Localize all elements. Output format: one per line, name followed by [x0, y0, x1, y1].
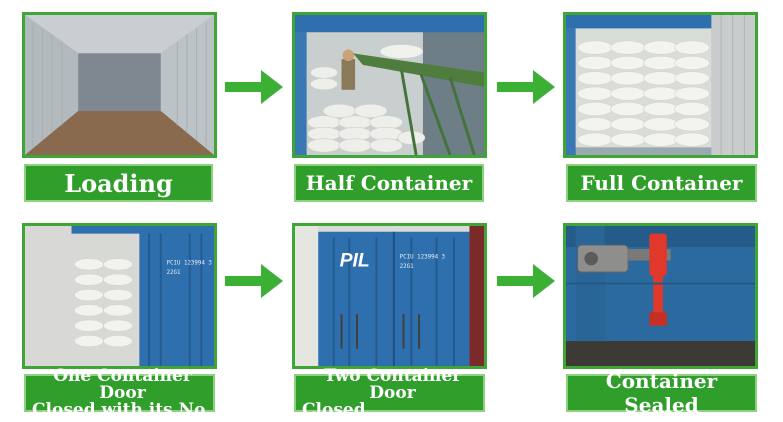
step-label-container-sealed: Container Sealed: [566, 369, 757, 417]
step-label-text: Half Container: [305, 171, 473, 195]
two-doors-closed-image: PIL PCIU 123994 3 22G1: [295, 226, 484, 366]
step-label-line1: Two Container Door: [323, 365, 462, 403]
photo-one-door-closed: PCIU 123994 3 22G1: [22, 223, 217, 369]
step-label-one-door-closed: One Container Door Closed with its No: [24, 367, 215, 418]
arrow-right-icon: [225, 264, 283, 298]
photo-full-container: [563, 12, 758, 158]
step-label-line2: Closed with its No: [32, 399, 206, 420]
container-code-text: 22G1: [400, 264, 414, 270]
empty-container-image: [25, 15, 214, 155]
photo-empty-container: [22, 12, 217, 158]
container-brand-logo: PIL: [340, 250, 370, 271]
step-label-two-doors-closed: Two Container Door Closed: [294, 367, 485, 418]
half-container-image: [295, 15, 484, 155]
photo-two-doors-closed: PIL PCIU 123994 3 22G1: [292, 223, 487, 369]
one-door-closed-image: PCIU 123994 3 22G1: [25, 226, 214, 366]
step-label-line1: One Container Door: [53, 365, 192, 403]
step-label-line2: Closed: [302, 399, 366, 420]
container-code-text: 22G1: [167, 270, 181, 276]
step-label-loading: Loading: [24, 164, 213, 202]
container-number-text: PCIU 123994 3: [400, 255, 446, 261]
arrow-right-icon: [497, 264, 555, 298]
full-container-image: [566, 15, 755, 155]
container-sealed-image: [566, 226, 755, 366]
photo-half-container: [292, 12, 487, 158]
photo-container-sealed: [563, 223, 758, 369]
step-label-half-container: Half Container: [294, 164, 484, 202]
step-label-text: Full Container: [580, 171, 743, 195]
step-label-text: Container Sealed: [605, 369, 718, 417]
arrow-right-icon: [497, 70, 555, 104]
step-label-text: Loading: [64, 168, 173, 198]
container-number-text: PCIU 123994 3: [167, 260, 213, 266]
arrow-right-icon: [225, 70, 283, 104]
step-label-full-container: Full Container: [566, 164, 757, 202]
